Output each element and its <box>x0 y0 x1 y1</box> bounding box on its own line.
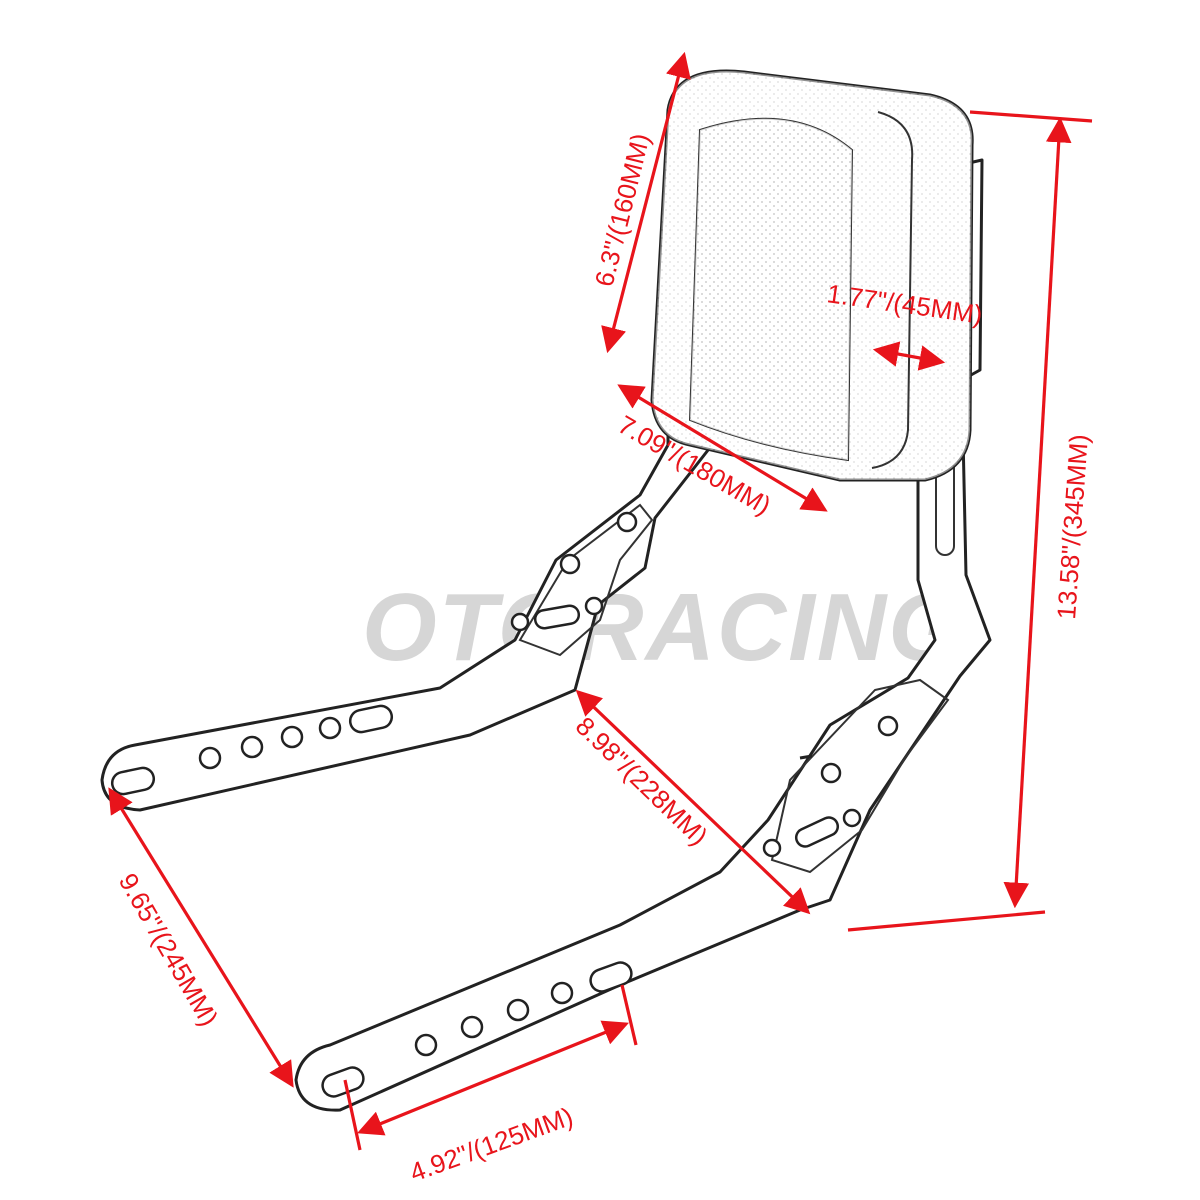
label-hole-spacing: 4.92"/(125MM) <box>406 1101 577 1188</box>
back-pad <box>650 69 974 482</box>
dim-line-pad-thickness <box>872 341 946 371</box>
dim-line-pad-width <box>617 384 828 512</box>
dimension-lines <box>108 51 1093 1151</box>
dim-line-bracket-spread <box>108 787 294 1088</box>
watermark: OTORACING <box>362 574 965 681</box>
dim-guide-bottom <box>847 910 1046 932</box>
dim-line-pad-height <box>601 51 691 354</box>
dim-guide-hole-left <box>343 1079 362 1151</box>
dim-line-bracket-length <box>575 689 811 915</box>
label-total-height: 13.58"/(345MM) <box>1051 433 1094 620</box>
dim-guide-top <box>969 110 1093 123</box>
dim-guide-hole-right <box>620 984 638 1046</box>
dim-line-hole-spacing <box>357 1020 629 1136</box>
dim-line-total-height <box>1003 116 1072 909</box>
label-bracket-length: 8.98"/(228MM) <box>570 711 714 851</box>
left-holes <box>110 511 638 796</box>
